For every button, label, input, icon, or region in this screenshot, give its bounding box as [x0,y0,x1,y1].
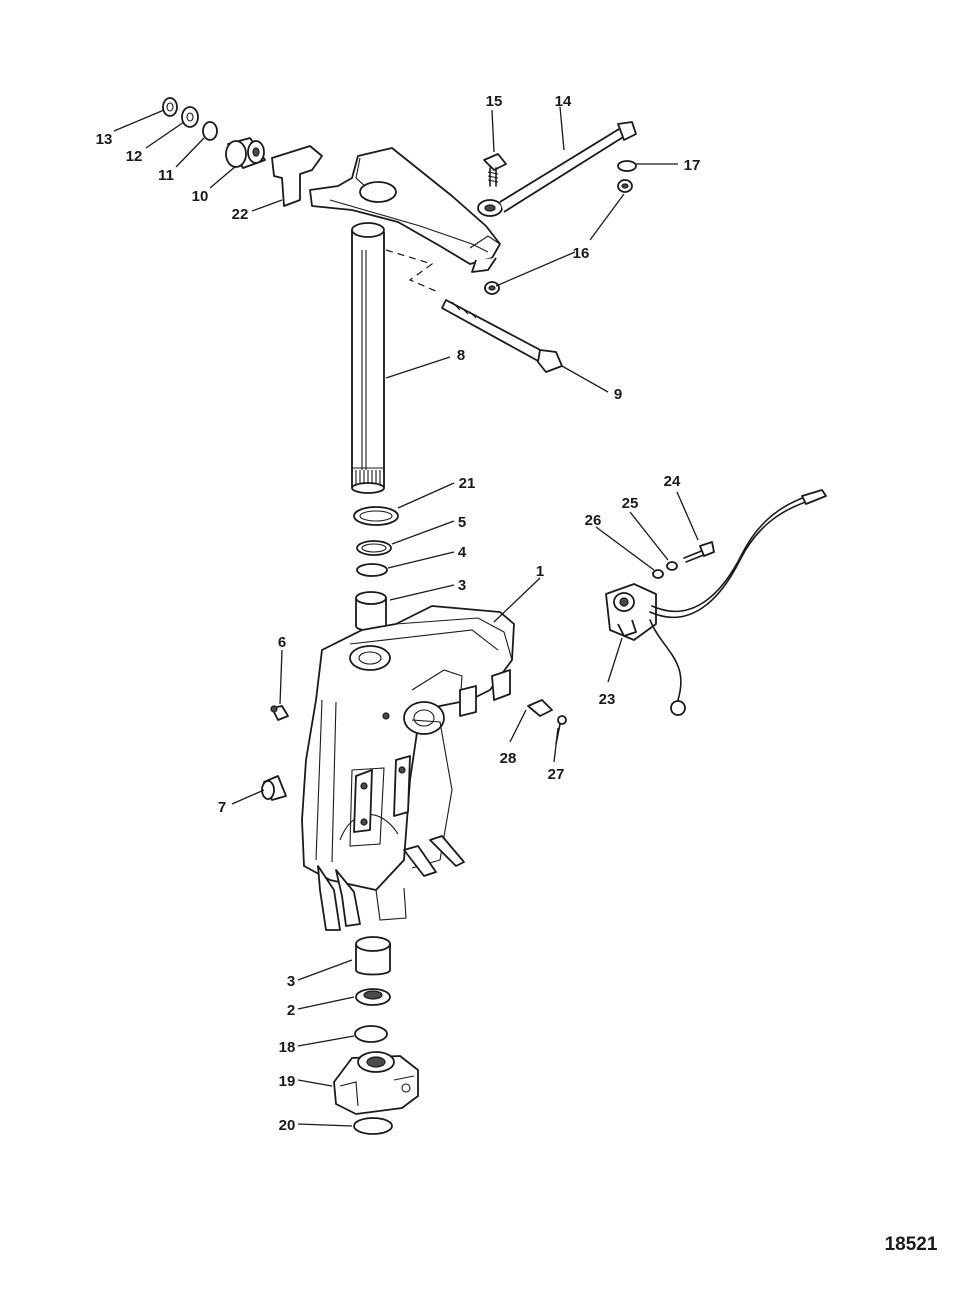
hidden-line [385,249,439,293]
callout-8: 8 [457,347,465,364]
washer-13 [162,97,178,117]
callout-15: 15 [486,93,503,110]
callout-26: 26 [585,512,602,529]
bushing-3-upper [355,591,387,632]
callout-16: 16 [573,245,590,262]
steering-tube-8 [351,222,385,494]
bushing-10 [225,137,266,169]
callout-11: 11 [158,167,174,184]
callout-10: 10 [192,188,209,205]
grease-fitting-6 [270,705,289,721]
callout-24: 24 [664,473,681,490]
washer-11 [202,121,218,141]
washer-25 [666,561,678,571]
callout-18: 18 [279,1039,296,1056]
callout-25: 25 [622,495,639,512]
swivel-bracket-1 [301,605,515,931]
nut-16-lower [484,281,500,295]
steering-arm [309,147,501,273]
callout-13: 13 [96,131,113,148]
ring-18 [354,1025,388,1043]
callout-4: 4 [458,544,467,561]
callout-23: 23 [599,691,616,708]
bushing-3-lower [355,936,391,976]
seal-21 [353,506,399,526]
bolt-15 [483,153,507,187]
nut-16-upper [617,179,633,193]
callout-20: 20 [279,1117,296,1134]
callout-9: 9 [614,386,622,403]
callout-14: 14 [555,93,572,110]
callout-17: 17 [684,157,701,174]
callout-21: 21 [459,475,476,492]
callout-1: 1 [536,563,544,580]
ring-20 [353,1117,393,1135]
bolt-9 [441,299,563,373]
callout-28: 28 [500,750,517,767]
washer-26 [652,569,664,579]
callout-6: 6 [278,634,286,651]
link-rod-14 [477,121,637,217]
callout-5: 5 [458,514,466,531]
callout-2: 2 [287,1002,295,1019]
bolt-24 [683,541,715,563]
callout-22: 22 [232,206,249,223]
callout-27: 27 [548,766,565,783]
leader-lines [113,106,699,1127]
trim-sender-23 [605,489,827,716]
washer-17 [617,160,637,172]
ring-4 [356,563,388,577]
callout-12: 12 [126,148,143,165]
bushing-7 [261,775,287,801]
washer-12 [181,106,199,128]
clip-28 [527,699,553,717]
yoke-19 [333,1051,419,1115]
callout-19: 19 [279,1073,296,1090]
plate-22 [271,145,323,207]
callout-3-upper: 3 [458,577,466,594]
seal-2 [355,988,391,1006]
figure-number: 18521 [885,1234,938,1255]
callout-7: 7 [218,799,226,816]
callout-3-lower: 3 [287,973,295,990]
seal-5 [356,540,392,556]
